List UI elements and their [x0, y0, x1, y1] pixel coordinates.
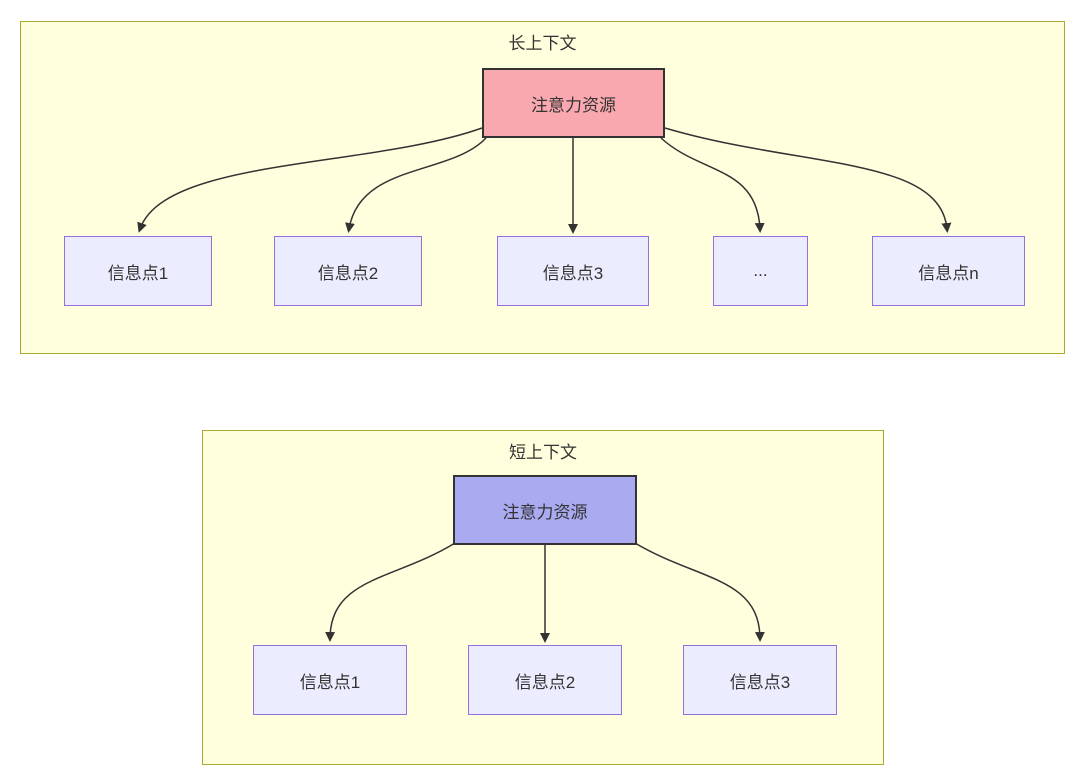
node-short-info-point-1: 信息点1 [253, 645, 407, 715]
node-long-info-point-n: 信息点n [872, 236, 1025, 306]
subgraph-long-context-title: 长上下文 [508, 34, 577, 53]
node-long-info-point-2: 信息点2 [274, 236, 422, 306]
node-long-info-point-3: 信息点3 [497, 236, 649, 306]
node-long-info-point-ellipsis: ... [713, 236, 808, 306]
node-long-info-point-1: 信息点1 [64, 236, 212, 306]
node-short-info-point-3: 信息点3 [683, 645, 837, 715]
node-attention-resource-short: 注意力资源 [453, 475, 637, 545]
subgraph-short-context-title: 短上下文 [509, 443, 577, 462]
node-attention-resource-long: 注意力资源 [482, 68, 665, 138]
node-short-info-point-2: 信息点2 [468, 645, 622, 715]
